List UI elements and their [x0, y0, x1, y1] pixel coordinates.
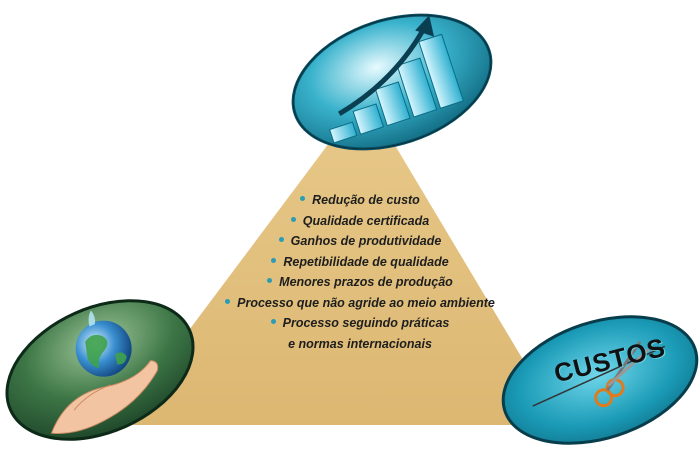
benefit-item: Processo que não agride ao meio ambiente	[180, 293, 540, 314]
costs-scissors-icon	[501, 315, 699, 445]
benefit-item: Ganhos de produtividade	[180, 231, 540, 252]
benefit-text: Processo seguindo práticas	[282, 316, 450, 330]
benefit-continuation: e normas internacionais	[288, 336, 432, 351]
bullet-dot	[278, 237, 284, 242]
benefit-text: Redução de custo	[312, 193, 420, 207]
benefit-item: Repetibilidade de qualidade	[180, 252, 540, 273]
benefit-text: Processo que não agride ao meio ambiente	[237, 295, 495, 310]
benefit-item: Redução de custo	[180, 190, 540, 211]
bullet-dot	[267, 278, 273, 283]
benefit-text: Qualidade certificada	[302, 213, 430, 228]
bullet-dot	[300, 196, 306, 201]
benefit-item: Menores prazos de produção	[180, 272, 540, 293]
benefit-text: Repetibilidade de qualidade	[283, 254, 449, 269]
bullet-dot	[270, 319, 276, 324]
benefit-text: Menores prazos de produção	[279, 275, 453, 289]
benefits-list: Redução de custo Qualidade certificada G…	[180, 190, 540, 354]
benefit-text: Ganhos de produtividade	[290, 234, 442, 248]
benefit-item: Processo seguindo práticas	[180, 313, 540, 334]
bullet-dot	[290, 216, 296, 222]
growth-bar-chart-icon	[291, 13, 493, 151]
hand-holding-globe-icon	[5, 299, 195, 441]
triangle-background	[118, 95, 562, 425]
bullet-dot	[225, 298, 231, 304]
benefit-item: Qualidade certificada	[180, 211, 540, 232]
bullet-dot	[271, 257, 277, 263]
